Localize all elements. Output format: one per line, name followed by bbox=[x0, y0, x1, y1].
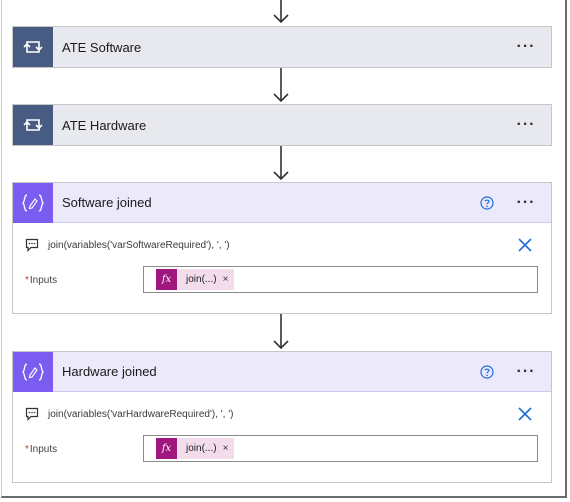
step-card-ate-hardware[interactable]: ATE Hardware ··· bbox=[12, 104, 552, 146]
comment-row: join(variables('varSoftwareRequired'), '… bbox=[25, 235, 539, 255]
variable-icon bbox=[13, 351, 53, 392]
token-label: join(...) bbox=[186, 443, 217, 454]
more-options-icon[interactable]: ··· bbox=[516, 193, 536, 211]
step-card-software-joined[interactable]: Software joined ··· join(variables('varS… bbox=[12, 182, 552, 314]
variable-icon bbox=[13, 182, 53, 223]
loop-icon bbox=[13, 105, 53, 145]
close-icon[interactable] bbox=[517, 406, 533, 422]
inputs-field[interactable]: fx join(...) × bbox=[143, 266, 538, 293]
connector-arrow bbox=[271, 145, 291, 182]
help-icon[interactable] bbox=[479, 195, 495, 211]
fx-icon: fx bbox=[156, 269, 177, 290]
step-title: ATE Hardware bbox=[62, 117, 147, 133]
inputs-label: *Inputs bbox=[25, 275, 58, 286]
required-marker: * bbox=[25, 444, 29, 455]
more-options-icon[interactable]: ··· bbox=[516, 116, 536, 133]
connector-arrow bbox=[271, 314, 291, 351]
token-remove-icon[interactable]: × bbox=[222, 274, 229, 285]
more-options-icon[interactable]: ··· bbox=[516, 38, 536, 55]
step-header[interactable]: ATE Hardware ··· bbox=[13, 105, 551, 145]
step-header[interactable]: Software joined ··· bbox=[13, 182, 551, 223]
step-header[interactable]: Hardware joined ··· bbox=[13, 351, 551, 392]
step-title: Software joined bbox=[62, 195, 152, 210]
expression-token[interactable]: fx join(...) × bbox=[156, 269, 235, 290]
connector-arrow bbox=[271, 0, 291, 26]
step-card-hardware-joined[interactable]: Hardware joined ··· join(variables('varH… bbox=[12, 351, 552, 483]
connector-arrow bbox=[271, 67, 291, 104]
step-header[interactable]: ATE Software ··· bbox=[13, 27, 551, 67]
step-card-ate-software[interactable]: ATE Software ··· bbox=[12, 26, 552, 68]
step-comment[interactable]: join(variables('varSoftwareRequired'), '… bbox=[48, 239, 230, 251]
help-icon[interactable] bbox=[479, 364, 495, 380]
token-remove-icon[interactable]: × bbox=[222, 443, 229, 454]
inputs-label: *Inputs bbox=[25, 444, 58, 455]
step-body: join(variables('varHardwareRequired'), '… bbox=[13, 392, 551, 482]
comment-icon[interactable] bbox=[25, 238, 39, 252]
comment-icon[interactable] bbox=[25, 407, 39, 421]
more-options-icon[interactable]: ··· bbox=[516, 362, 536, 380]
close-icon[interactable] bbox=[517, 237, 533, 253]
step-comment[interactable]: join(variables('varHardwareRequired'), '… bbox=[48, 408, 234, 420]
step-body: join(variables('varSoftwareRequired'), '… bbox=[13, 223, 551, 313]
comment-row: join(variables('varHardwareRequired'), '… bbox=[25, 404, 539, 424]
fx-icon: fx bbox=[156, 438, 177, 459]
token-label: join(...) bbox=[186, 274, 217, 285]
required-marker: * bbox=[25, 275, 29, 286]
expression-token[interactable]: fx join(...) × bbox=[156, 438, 235, 459]
loop-icon bbox=[13, 27, 53, 67]
step-title: ATE Software bbox=[62, 39, 142, 55]
inputs-field[interactable]: fx join(...) × bbox=[143, 435, 538, 462]
step-title: Hardware joined bbox=[62, 364, 157, 379]
